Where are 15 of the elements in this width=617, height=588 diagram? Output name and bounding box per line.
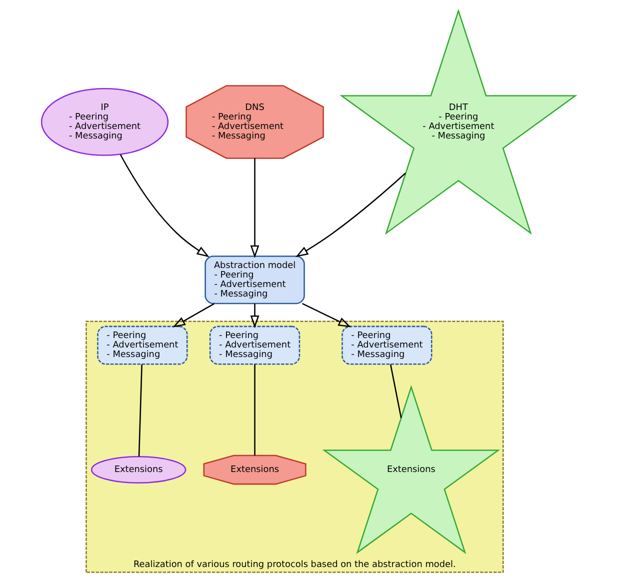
node-box: - Peering - Advertisement - Messaging xyxy=(97,326,188,365)
arrow xyxy=(172,303,215,328)
node-box: Abstraction model - Peering - Advertisement - Messaging xyxy=(204,256,305,304)
connector xyxy=(390,364,402,418)
node-box: - Peering - Advertisement - Messaging xyxy=(209,326,300,365)
node-ellipse: IP - Peering - Advertisement - Messaging xyxy=(40,88,169,156)
arrow xyxy=(302,302,352,328)
node-ellipse: Extensions xyxy=(90,456,186,484)
arrow xyxy=(295,172,406,258)
arrow xyxy=(250,158,260,258)
arrow xyxy=(120,154,210,258)
arrow xyxy=(250,304,260,328)
connector xyxy=(254,364,256,456)
node-box: - Peering - Advertisement - Messaging xyxy=(342,326,432,365)
connector xyxy=(138,364,142,457)
